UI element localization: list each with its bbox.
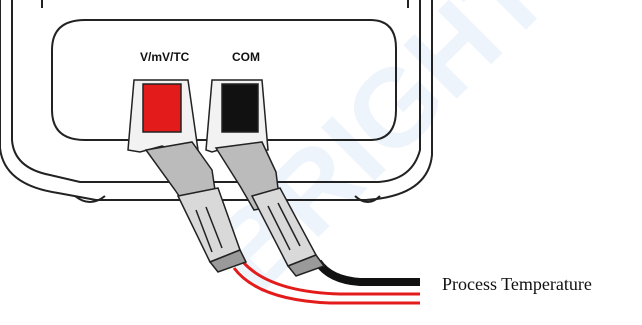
black-wire [314,259,420,286]
caption-process-temperature: Process Temperature [442,274,592,294]
black-probe-plug [205,79,326,277]
jack-label-com: COM [232,50,260,64]
jack-panel [51,19,397,141]
jack-label-vmvtc: V/mV/TC [140,50,190,64]
red-wire [232,260,420,305]
meter-housing [0,0,433,203]
red-probe-plug [127,79,248,273]
